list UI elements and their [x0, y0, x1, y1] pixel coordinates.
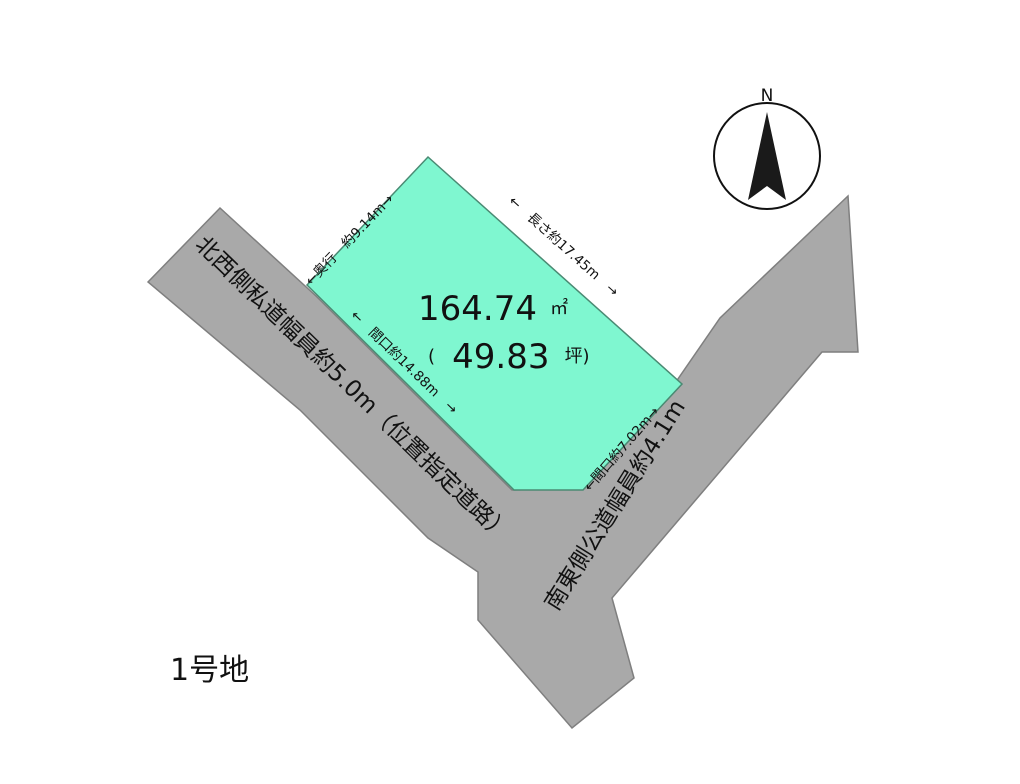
lot-number-label: 1号地	[170, 653, 249, 688]
area-sqm-value: 164.74	[418, 289, 537, 329]
northwest-private-road	[146, 194, 859, 730]
area-tsubo-value: 49.83	[452, 337, 549, 377]
area-tsubo: ( 49.83 坪)	[428, 337, 590, 377]
north-letter: N	[761, 86, 774, 106]
north-arrow-icon: N	[713, 86, 821, 210]
area-sqm-unit: ㎡	[550, 297, 568, 319]
area-tsubo-unit: 坪)	[565, 346, 590, 367]
lot-parcel	[305, 155, 684, 491]
area-square-meters: 164.74 ㎡	[418, 289, 568, 329]
area-paren-open: (	[428, 346, 435, 367]
